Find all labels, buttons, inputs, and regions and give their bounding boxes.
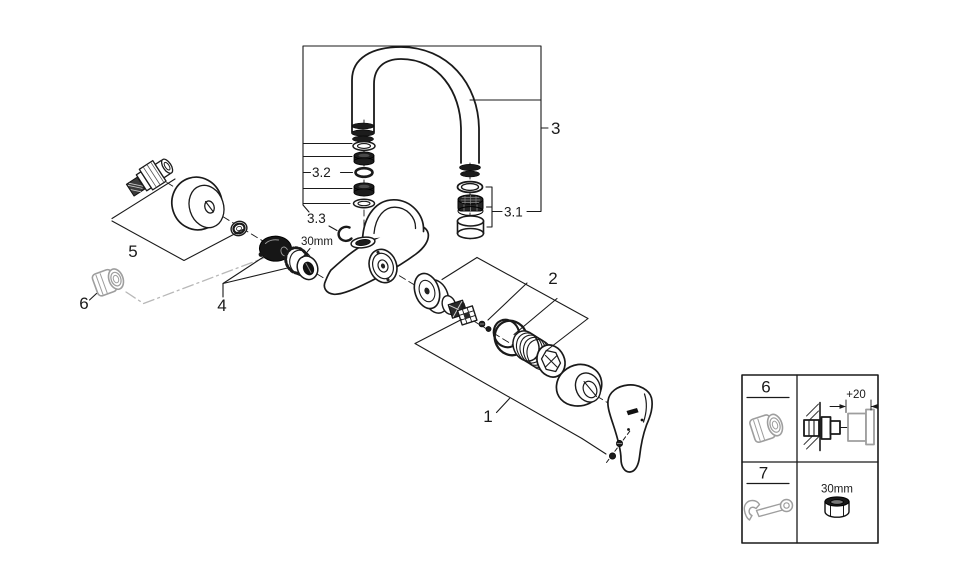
extension-icon (749, 413, 784, 444)
spout-inlet-threads (351, 122, 375, 143)
mousseur-sleeve (456, 215, 485, 240)
handle-indicator-slot (626, 408, 639, 416)
part6-leader (88, 292, 98, 301)
wrench-icon (743, 498, 794, 521)
wall-escutcheon (171, 176, 225, 231)
handle-adapter (456, 305, 478, 326)
part6-label: 6 (79, 294, 88, 313)
aerator-insert (457, 194, 484, 216)
dimension-20 (829, 399, 879, 413)
c-clip (337, 225, 353, 243)
part3-2-label: 3.2 (312, 165, 331, 180)
bracket-part1 (414, 318, 607, 455)
nut-size-label: 30mm (301, 236, 333, 248)
union-nut (284, 246, 319, 281)
legend-row7-number: 7 (759, 464, 768, 483)
gasket (353, 151, 375, 166)
washer-small (230, 220, 248, 237)
cartridge-seat (368, 248, 398, 284)
part2-label: 2 (548, 269, 557, 288)
part4-label: 4 (217, 296, 226, 315)
part5-label: 5 (128, 242, 137, 261)
o-ring-3-2 (354, 166, 374, 179)
part3-label: 3 (551, 119, 560, 138)
part3-3-label: 3.3 (307, 211, 326, 226)
extension-insert-path (125, 246, 294, 305)
lever-handle (607, 384, 653, 473)
o-ring (456, 180, 484, 194)
extension-nipple (91, 268, 125, 297)
handle-fixing-screws (606, 429, 632, 463)
wall-mount-diagram: +20 (803, 389, 879, 452)
s-union (125, 158, 174, 197)
gasket (353, 182, 375, 197)
spout-outlet-rings (459, 164, 481, 178)
spout-seal-stack (352, 140, 376, 209)
faucet-body (323, 198, 430, 296)
nut-size-leader (302, 248, 311, 258)
washer (352, 198, 376, 209)
bracket-part4 (222, 254, 291, 298)
legend-table: 6 (741, 374, 879, 544)
nut-icon (824, 496, 850, 518)
cartridge-ring-nut (512, 330, 566, 378)
wrench-size-label: 30mm (821, 484, 853, 496)
escutcheon-cap (555, 363, 603, 407)
bracket-part2 (441, 256, 589, 352)
legend-row6-number: 6 (761, 378, 770, 397)
mousseur-stack (456, 180, 485, 240)
handle-screws-small (478, 320, 492, 332)
dimension-20-label: +20 (846, 389, 866, 401)
bracket-part5 (111, 178, 244, 262)
part1-label: 1 (483, 407, 492, 426)
washer (352, 140, 376, 152)
bracket-part3 (302, 45, 549, 232)
part3-1-label: 3.1 (504, 205, 523, 220)
spout-socket (350, 236, 376, 249)
spout (351, 46, 481, 178)
